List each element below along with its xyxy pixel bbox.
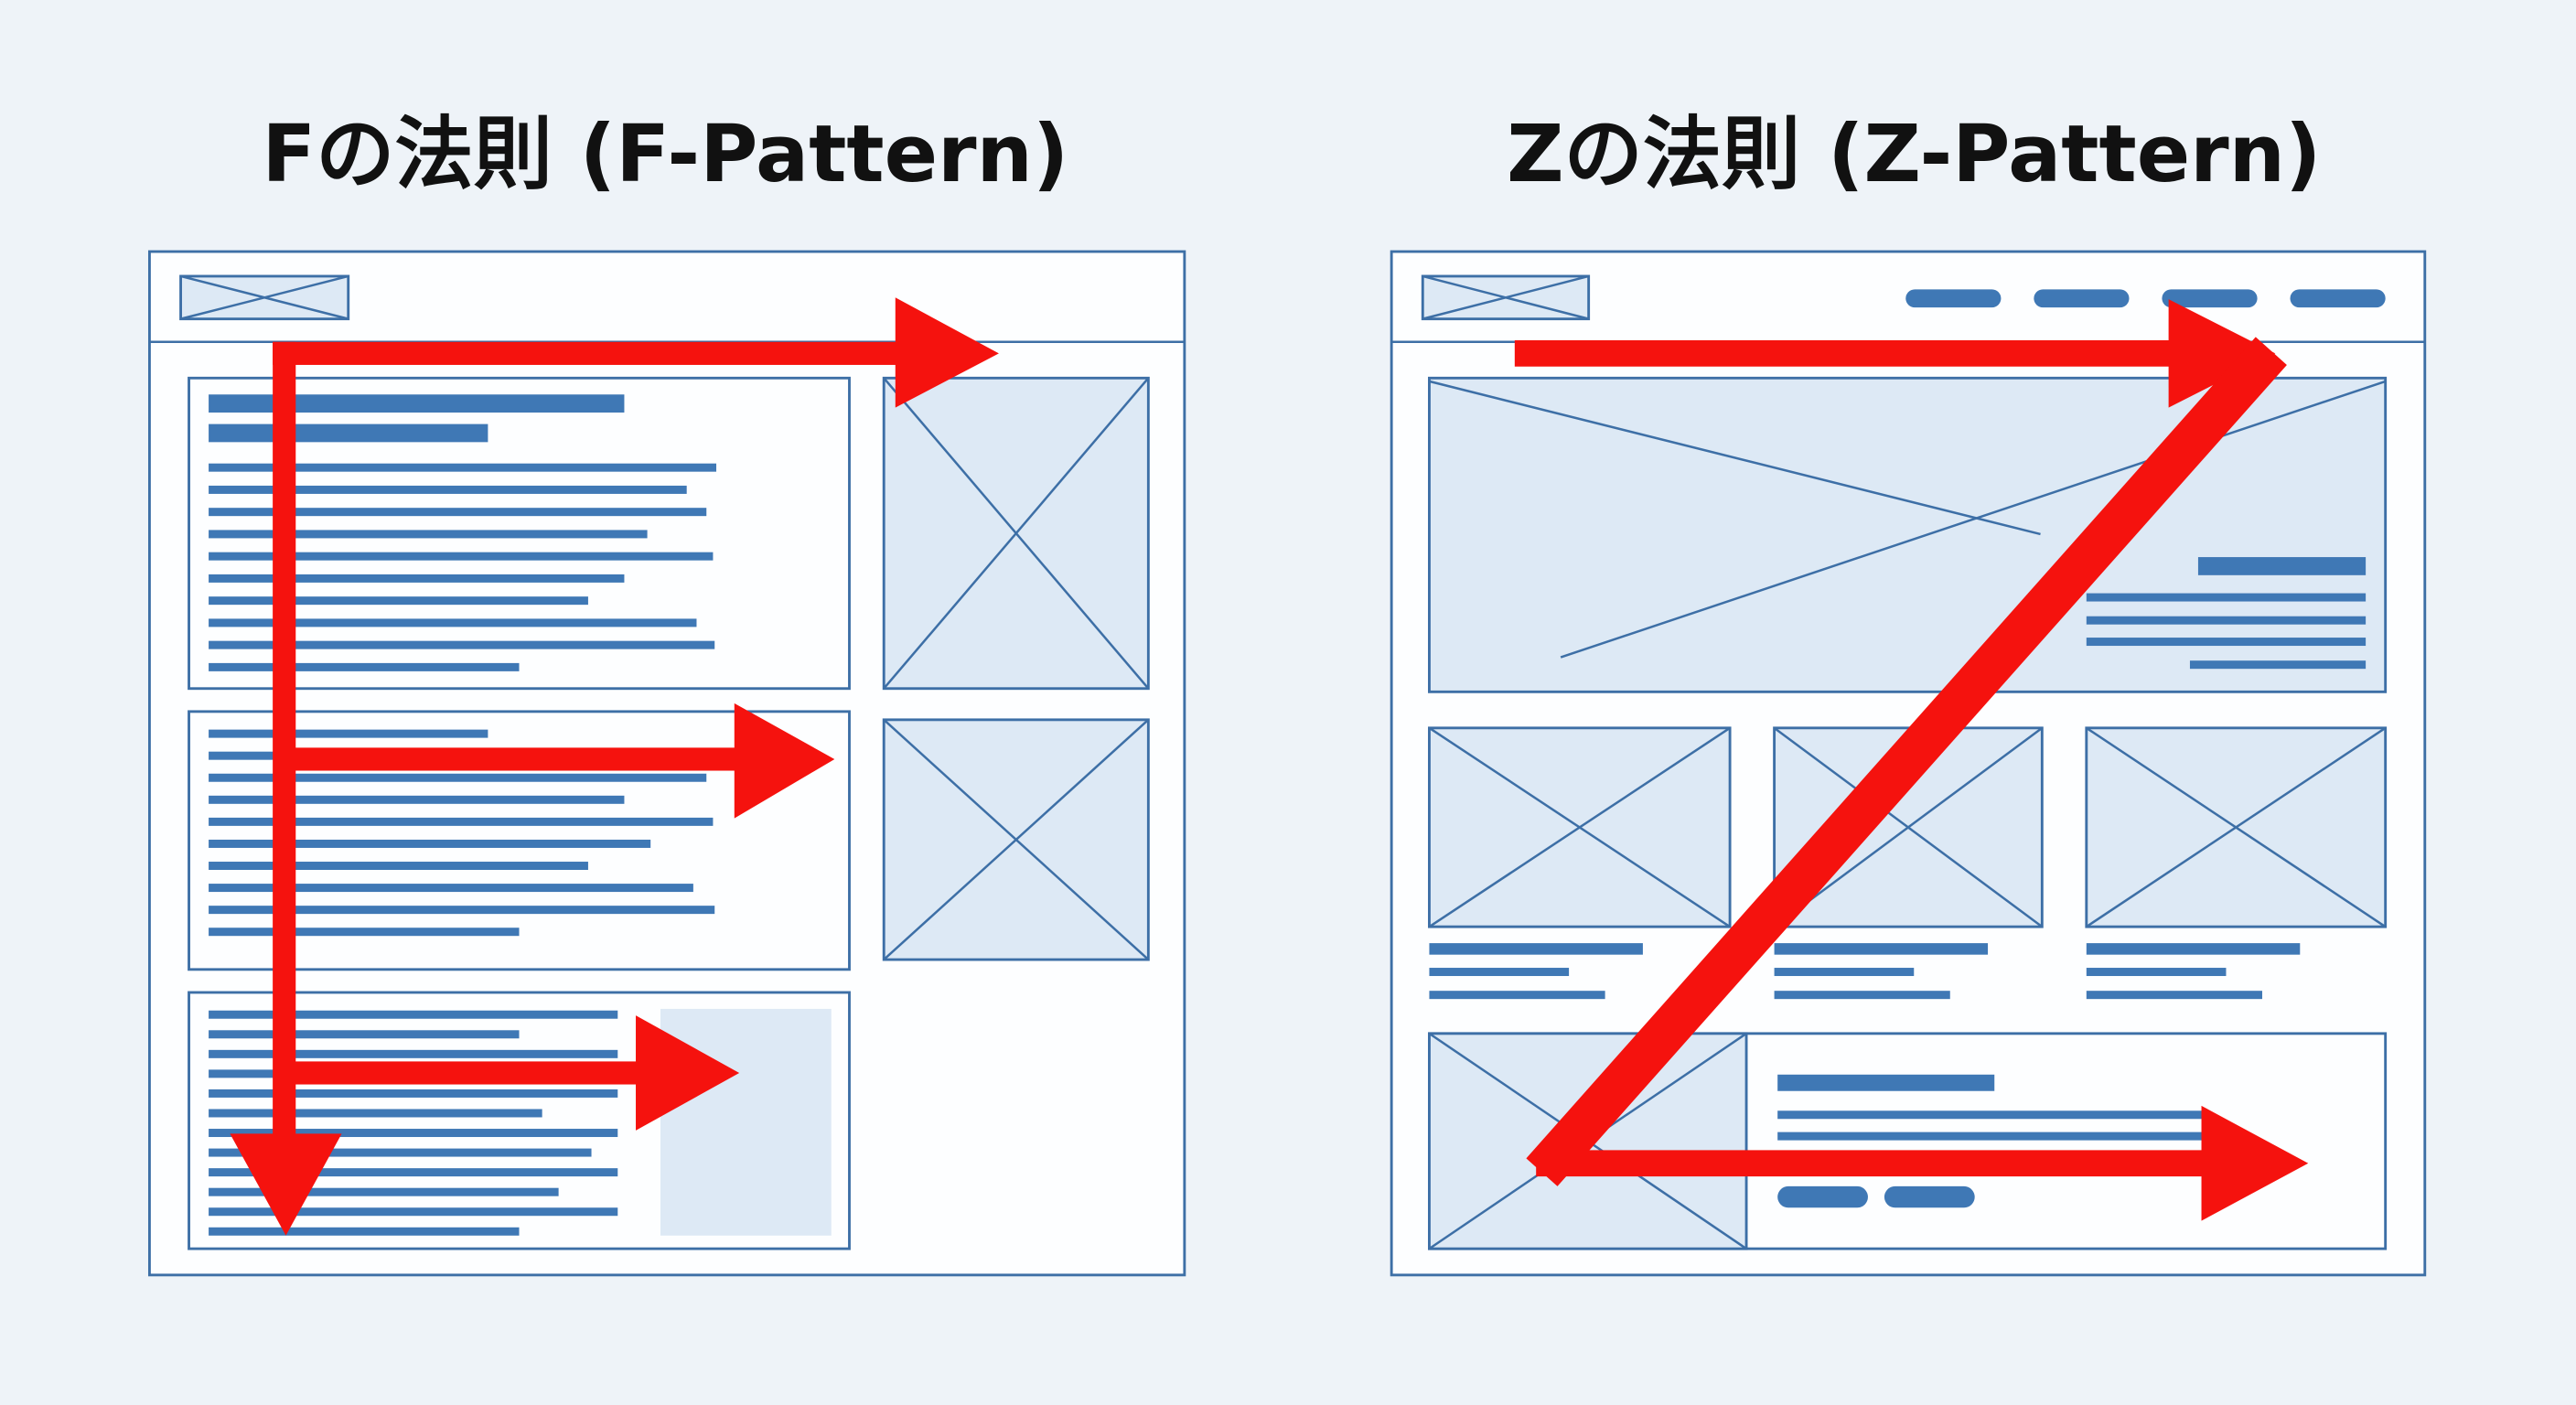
arrow-head-right — [636, 1015, 740, 1131]
text-line — [209, 463, 717, 472]
arrow-head-right — [2201, 1105, 2309, 1221]
text-line — [209, 640, 715, 649]
text-line — [209, 1227, 520, 1236]
text-line — [209, 795, 625, 804]
hero-heading-bar — [2197, 557, 2367, 575]
z-pattern-arrows — [1514, 299, 2309, 1221]
caption-bar — [1774, 943, 1989, 955]
logo-placeholder — [179, 274, 350, 321]
text-line — [209, 928, 520, 937]
button-pill — [1884, 1185, 1975, 1208]
caption-bar — [1429, 943, 1643, 955]
text-line — [209, 862, 588, 871]
f-pattern-wireframe — [147, 250, 1186, 1277]
text-line — [1429, 968, 1570, 977]
text-line — [209, 1207, 618, 1217]
image-card — [1428, 726, 1732, 928]
arrow-diagonal — [1526, 337, 2287, 1186]
arrow-bottom — [1536, 1150, 2210, 1177]
text-line — [209, 508, 707, 517]
text-line — [1777, 1110, 2206, 1120]
nav-pill — [2034, 289, 2130, 308]
arrow-top — [273, 341, 901, 365]
text-line — [209, 1030, 520, 1039]
text-line — [209, 729, 488, 738]
text-line — [209, 662, 520, 671]
text-line — [1774, 968, 1915, 977]
card-heading-bar — [1777, 1074, 1995, 1091]
heading-bar — [209, 424, 488, 443]
arrow-middle — [292, 747, 740, 771]
arrow-top — [1514, 340, 2175, 367]
text-line — [209, 1168, 618, 1177]
nav-pill — [2290, 289, 2386, 308]
image-placeholder — [882, 718, 1150, 961]
text-line — [209, 596, 588, 606]
arrow-vertical — [273, 341, 296, 1147]
text-line — [1777, 1132, 2206, 1141]
text-line — [209, 906, 715, 915]
nav-pill — [2162, 289, 2258, 308]
text-line — [2086, 968, 2227, 977]
image-placeholder — [882, 376, 1150, 691]
text-line — [209, 839, 651, 848]
text-line — [1774, 991, 1950, 1000]
text-line — [209, 1010, 618, 1019]
text-line — [209, 1148, 592, 1157]
arrow-head-right — [895, 297, 999, 408]
text-line — [209, 773, 707, 782]
text-line — [209, 817, 714, 826]
text-line — [2086, 991, 2262, 1000]
text-line — [1429, 991, 1605, 1000]
nav-pill — [1905, 289, 2002, 308]
text-line — [209, 530, 648, 539]
text-line — [209, 618, 697, 627]
z-pattern-title: Zの法則 (Z-Pattern) — [1507, 109, 2321, 200]
text-line — [209, 552, 714, 561]
image-card — [2085, 726, 2388, 928]
image-placeholder — [660, 1008, 832, 1236]
f-pattern-arrows — [230, 297, 999, 1236]
text-line — [2086, 638, 2367, 647]
heading-bar — [209, 394, 625, 413]
f-pattern-title: Fの法則 (F-Pattern) — [262, 109, 1068, 200]
button-pill — [1777, 1185, 1868, 1208]
text-line — [2189, 660, 2367, 670]
arrow-head-right — [2168, 299, 2276, 408]
caption-bar — [2086, 943, 2301, 955]
text-line — [209, 1109, 542, 1118]
text-line — [209, 1129, 618, 1138]
z-pattern-wireframe — [1390, 250, 2427, 1277]
text-line — [209, 485, 687, 494]
arrow-head-right — [734, 702, 835, 819]
text-line — [209, 574, 625, 583]
logo-placeholder — [1421, 274, 1591, 321]
text-line — [209, 884, 693, 893]
text-line — [209, 1187, 559, 1196]
text-line — [2086, 616, 2367, 625]
text-line — [209, 1089, 618, 1098]
text-line — [209, 1049, 618, 1058]
arrow-head-down — [230, 1133, 342, 1236]
arrow-bottom — [292, 1061, 641, 1085]
text-line — [2086, 593, 2367, 602]
